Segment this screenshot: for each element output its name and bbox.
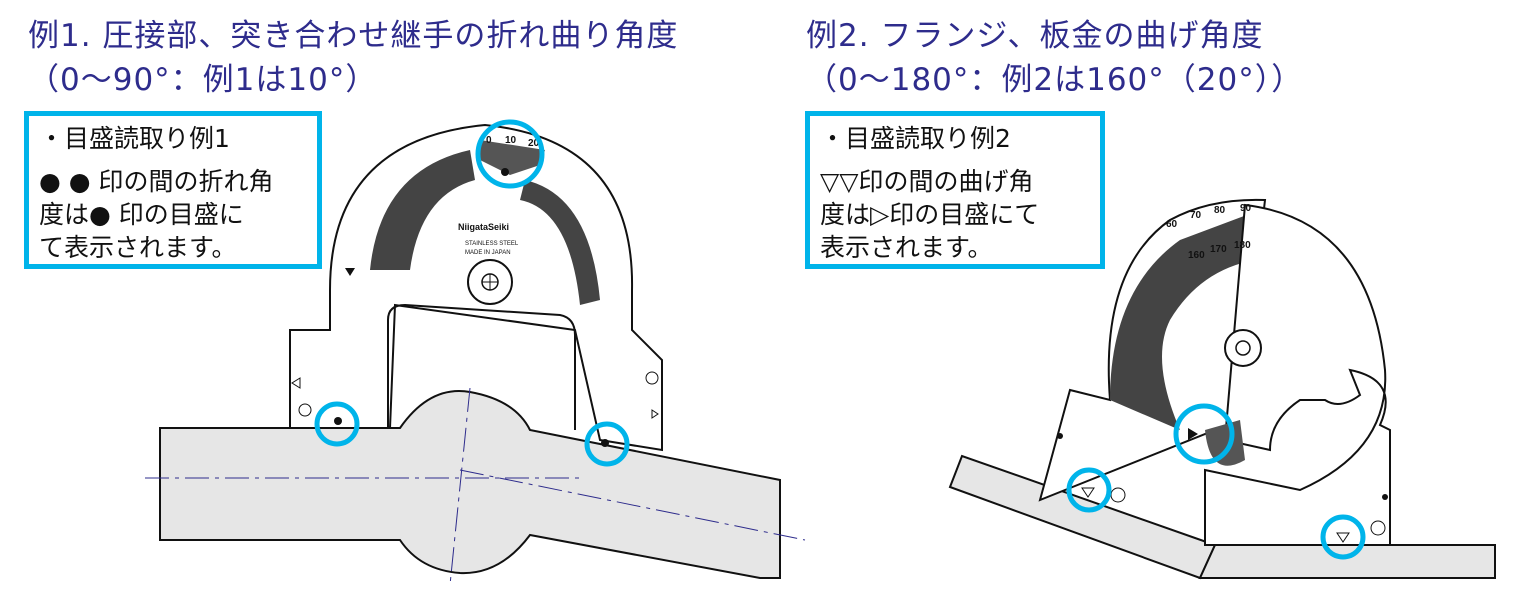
scale-label: 60 — [1166, 219, 1178, 230]
brand-logo: NiigataSeiki — [458, 222, 509, 232]
reading-example1-line: ● ● 印の間の折れ角 — [39, 167, 274, 196]
scale-label: 10 — [505, 135, 517, 146]
scale-label: 170 — [1210, 244, 1227, 255]
example1-title: 例1. 圧接部、突き合わせ継手の折れ曲り角度 — [28, 18, 679, 54]
reading-example1-line: 度は● 印の目盛に — [39, 200, 244, 229]
reading-example1-line: て表示されます。 — [39, 233, 237, 262]
scale-label: 20 — [528, 138, 540, 149]
reading-example1-heading: ・目盛読取り例1 — [39, 124, 230, 153]
example1-workpiece — [145, 387, 806, 586]
example2-highlight-circles — [1066, 403, 1366, 560]
material-label: STAINLESS STEEL — [465, 241, 519, 247]
example2-title: 例2. フランジ、板金の曲げ角度 — [806, 18, 1264, 54]
example1-highlight-circles — [314, 119, 630, 467]
scale-label: 160 — [1188, 250, 1205, 261]
reading-example2-box: ・目盛読取り例2 ▽▽印の間の曲げ角 度は▷印の目盛にて 表示されます。 — [805, 111, 1105, 269]
reading-example2-line: 表示されます。 — [820, 233, 993, 262]
example2-angle-gauge: 90 80 70 60 180 170 160 — [1038, 198, 1391, 546]
reading-example1-box: ・目盛読取り例1 ● ● 印の間の折れ角 度は● 印の目盛に て表示されます。 — [24, 111, 322, 269]
scale-label: 0 — [486, 135, 492, 146]
scale-label: 80 — [1214, 205, 1226, 216]
scale-label: 180 — [1234, 240, 1251, 251]
example1-subtitle: （0～90°：例1は10°） — [28, 62, 378, 98]
reading-example2-line: ▽▽印の間の曲げ角 — [820, 167, 1034, 196]
example1-angle-gauge: 0 10 20 NiigataSeiki STAINLESS STEEL MAD… — [289, 123, 663, 452]
scale-label: 90 — [1240, 203, 1252, 214]
scale-label: 70 — [1190, 210, 1202, 221]
dot-marker — [501, 168, 509, 176]
origin-label: MADE IN JAPAN — [465, 250, 511, 256]
dot-marker — [601, 439, 609, 447]
dot-marker — [334, 417, 342, 425]
example2-workpiece — [948, 454, 1496, 580]
reading-example2-heading: ・目盛読取り例2 — [820, 124, 1011, 153]
reading-example2-line: 度は▷印の目盛にて — [820, 200, 1040, 229]
example2-subtitle: （0～180°：例2は160°（20°）） — [806, 62, 1304, 98]
